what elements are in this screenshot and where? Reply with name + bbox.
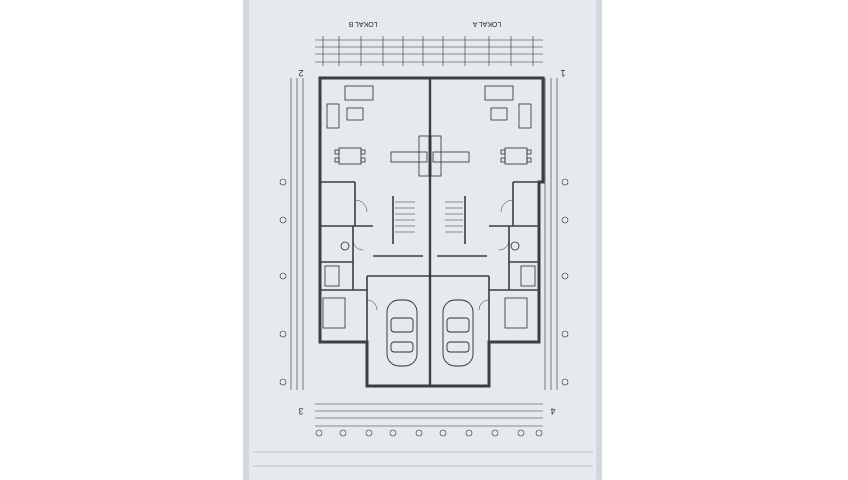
unit-b-label: LOKAL B [348,20,377,27]
side-axis-bubbles [279,178,569,386]
bottom-axis-bubbles [315,429,543,437]
bottom-dimension-lines [315,403,543,427]
side-dimension-lines [290,78,558,390]
top-dimension-lines [315,39,543,63]
dining-tables [334,147,532,165]
kitchen-counters [390,135,470,177]
car-right [442,299,474,367]
corner-number-2: 2 [298,68,303,78]
corner-number-1: 1 [560,68,565,78]
door-swings [352,199,514,311]
paper-shadow-right [596,0,602,480]
corner-number-3: 3 [298,406,303,416]
sofas [326,85,532,129]
bedroom-fixtures [322,241,536,329]
unit-a-label: LOKAL A [472,20,501,27]
car-left [386,299,418,367]
stairs [395,201,463,233]
corner-number-4: 4 [550,406,555,416]
floor-plan-sheet: LOKAL B LOKAL A 2 1 3 4 [243,0,602,480]
top-dimension-ticks [322,36,534,66]
sheet-bottom-lines [253,451,593,467]
interior-walls [320,181,543,342]
paper-shadow-left [243,0,249,480]
